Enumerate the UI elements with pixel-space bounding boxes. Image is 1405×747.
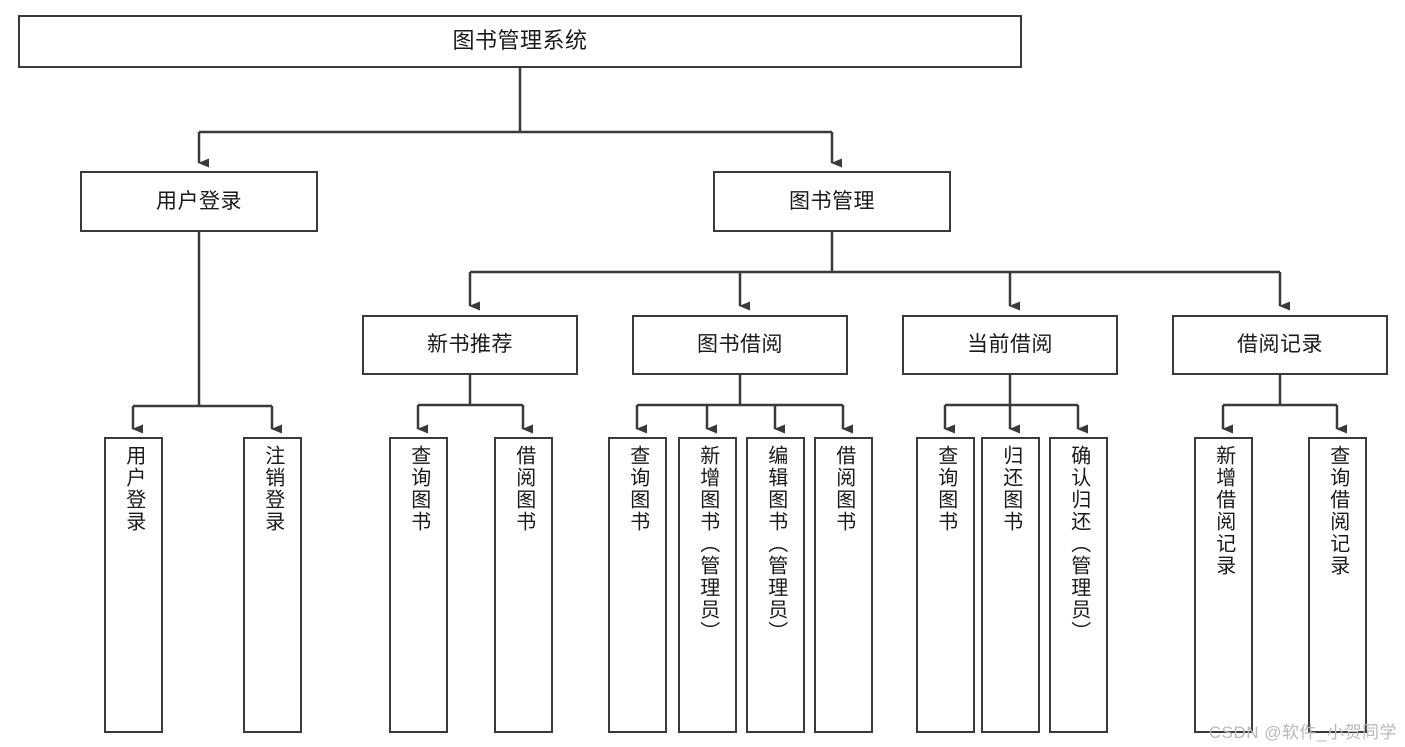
leaf-user-login[interactable]: 用户登录 [104,437,163,733]
node-label: 借阅图书 [512,445,535,533]
node-label: 新增图书（管理员） [696,445,719,643]
node-label: 确认归还（管理员） [1067,445,1090,643]
node-root-book-management-system[interactable]: 图书管理系统 [18,15,1022,68]
node-label: 归还图书 [999,445,1022,533]
node-label: 查询图书 [934,445,957,533]
leaf-borrow-borrow-book[interactable]: 借阅图书 [814,437,873,733]
node-label: 借阅图书 [832,445,855,533]
node-label: 新增借阅记录 [1212,445,1235,577]
leaf-borrow-add-book-admin[interactable]: 新增图书（管理员） [678,437,737,733]
node-label: 新书推荐 [427,333,513,357]
node-label: 查询图书 [626,445,649,533]
node-book-borrow[interactable]: 图书借阅 [632,315,848,375]
node-label: 用户登录 [122,445,145,533]
node-label: 借阅记录 [1237,333,1323,357]
node-label: 图书借阅 [697,333,783,357]
node-label: 注销登录 [261,445,284,533]
node-book-management[interactable]: 图书管理 [713,171,951,232]
leaf-current-return-book[interactable]: 归还图书 [981,437,1040,733]
node-label: 用户登录 [156,189,242,213]
node-label: 图书管理 [789,189,875,213]
node-current-borrow[interactable]: 当前借阅 [902,315,1118,375]
node-user-login[interactable]: 用户登录 [80,171,318,232]
leaf-borrow-edit-book-admin[interactable]: 编辑图书（管理员） [746,437,805,733]
node-label: 图书管理系统 [452,28,588,54]
leaf-records-add-record[interactable]: 新增借阅记录 [1194,437,1253,733]
leaf-new-book-query-book[interactable]: 查询图书 [389,437,448,733]
leaf-records-query-record[interactable]: 查询借阅记录 [1308,437,1367,733]
node-new-book-recommend[interactable]: 新书推荐 [362,315,578,375]
leaf-current-query-book[interactable]: 查询图书 [916,437,975,733]
node-label: 当前借阅 [967,333,1053,357]
node-label: 查询图书 [407,445,430,533]
leaf-current-confirm-return-admin[interactable]: 确认归还（管理员） [1049,437,1108,733]
leaf-logout[interactable]: 注销登录 [243,437,302,733]
node-borrow-records[interactable]: 借阅记录 [1172,315,1388,375]
leaf-new-book-borrow-book[interactable]: 借阅图书 [494,437,553,733]
leaf-borrow-query-book[interactable]: 查询图书 [608,437,667,733]
node-label: 编辑图书（管理员） [764,445,787,643]
node-label: 查询借阅记录 [1326,445,1349,577]
